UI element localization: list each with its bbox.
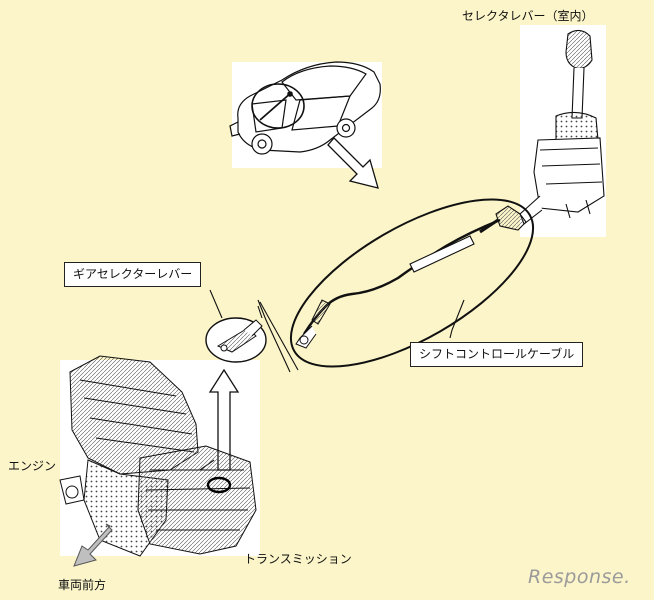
selector-lever-illustration	[495, 29, 605, 231]
gear-selector-lever-illustration	[205, 317, 267, 363]
label-transmission: トランスミッション	[244, 552, 352, 566]
car-illustration	[229, 61, 381, 155]
cable-highlight-ellipse	[289, 198, 535, 368]
engine-transmission-illustration	[59, 355, 257, 557]
cable-assembly	[295, 218, 501, 349]
label-engine: エンジン	[8, 459, 57, 473]
arrow-car-to-cable	[327, 137, 379, 189]
label-shift-control-cable: シフトコントロールケーブル	[410, 342, 584, 368]
arrow-vehicle-front	[73, 523, 113, 567]
label-gear-selector-lever: ギアセレクターレバー	[64, 262, 202, 288]
leader-lines	[199, 289, 465, 471]
response-watermark: Response.	[528, 566, 631, 588]
label-selector-lever-cabin: セレクタレバー（室内）	[462, 9, 594, 23]
label-vehicle-front: 車両前方	[58, 578, 107, 592]
